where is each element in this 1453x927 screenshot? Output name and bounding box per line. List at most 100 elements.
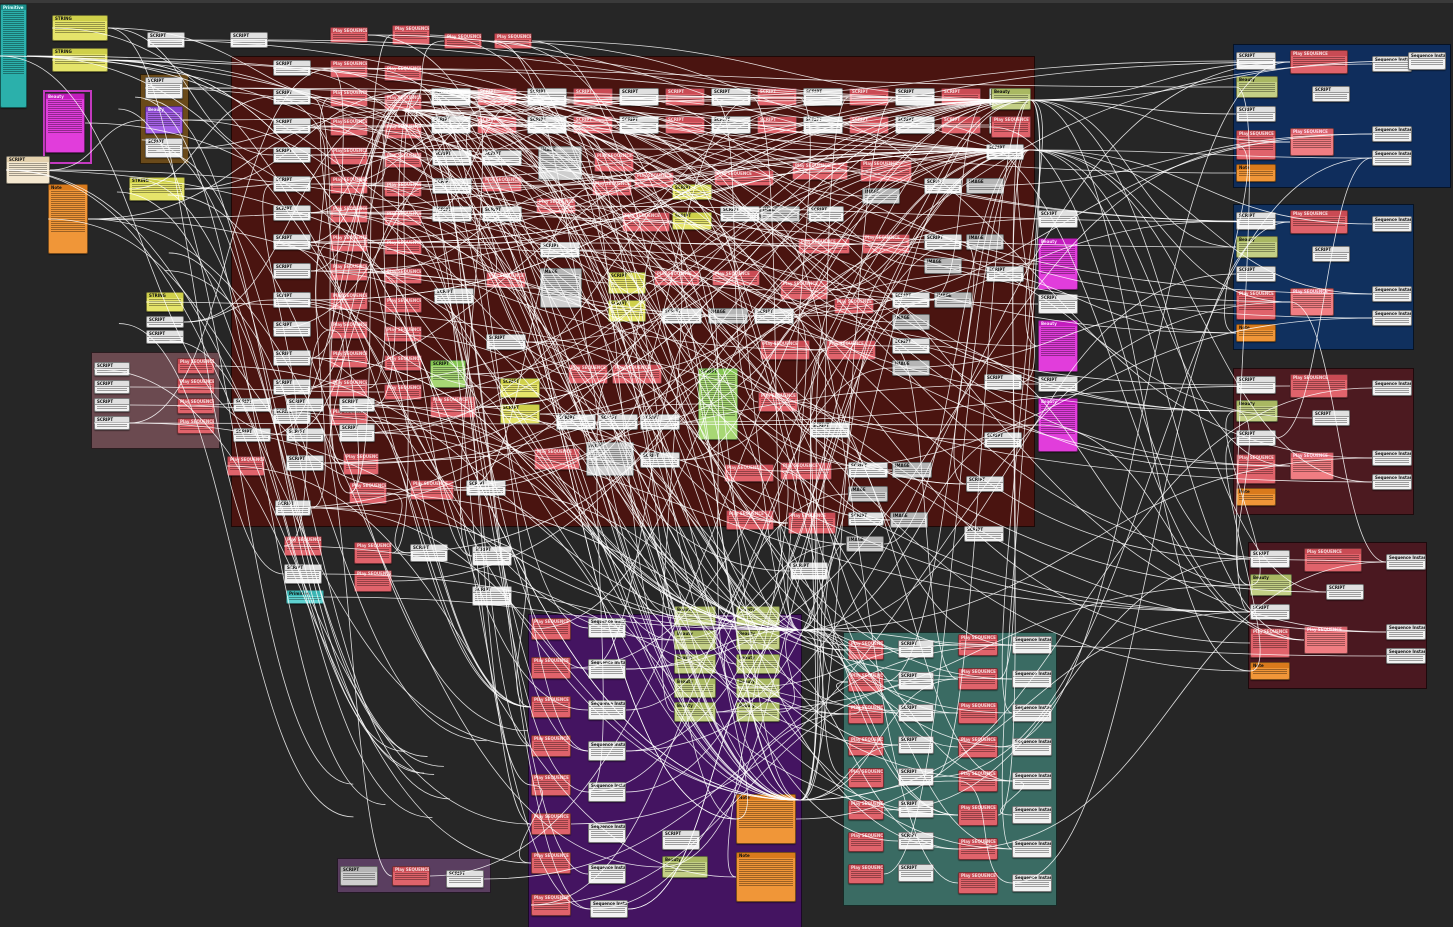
node-widget-row[interactable] [395,34,427,35]
node-widget-row[interactable] [791,523,833,524]
node-widget-row[interactable] [357,557,389,558]
node-widget-row[interactable] [287,547,319,548]
node-widget-row[interactable] [287,578,319,579]
node-widget-row[interactable] [701,405,735,406]
node-widget-row[interactable] [55,30,105,31]
node-widget-row[interactable] [677,685,713,686]
node-widget-row[interactable] [333,100,365,101]
node-widget-row[interactable] [895,371,927,372]
node-widget-row[interactable] [791,525,833,526]
node-widget-row[interactable] [230,463,262,464]
node-widget-row[interactable] [927,242,959,243]
node-widget-row[interactable] [1253,614,1287,615]
graph-node[interactable]: Sequence Instance [1372,286,1412,302]
node-widget-row[interactable] [1389,656,1423,657]
node-widget-row[interactable] [739,811,793,812]
node-widget-row[interactable] [1293,471,1331,472]
node-widget-row[interactable] [1253,616,1287,617]
node-widget-row[interactable] [1375,228,1409,229]
node-widget-row[interactable] [701,391,735,392]
graph-node[interactable]: Play SEQUENCE [622,212,670,232]
node-widget-row[interactable] [701,403,735,404]
node-widget-row[interactable] [597,165,631,166]
node-widget-row[interactable] [851,679,881,680]
graph-node[interactable]: SCRIPT [230,32,268,48]
node-widget-row[interactable] [677,715,713,716]
node-widget-row[interactable] [1293,463,1331,464]
node-widget-row[interactable] [1239,438,1273,439]
node-widget-row[interactable] [714,98,748,99]
graph-node[interactable]: Play SEQUENCE [384,239,422,255]
graph-node[interactable]: SCRIPT [446,870,484,888]
node-widget-row[interactable] [534,625,568,626]
node-widget-row[interactable] [783,293,825,294]
node-widget-row[interactable] [413,554,445,555]
node-widget-row[interactable] [643,462,677,463]
graph-node[interactable]: SCRIPT [711,88,751,106]
node-widget-row[interactable] [851,522,881,523]
node-widget-row[interactable] [1239,276,1273,277]
graph-node[interactable]: Play SEQUENCE [958,736,998,758]
node-widget-row[interactable] [55,26,105,27]
node-widget-row[interactable] [1239,333,1273,334]
graph-node[interactable]: SCRIPT [1312,410,1350,426]
node-widget-row[interactable] [387,134,419,135]
node-widget-row[interactable] [837,305,871,306]
node-widget-row[interactable] [9,167,47,168]
graph-node[interactable]: SCRIPT [273,60,311,76]
node-widget-row[interactable] [342,406,372,407]
node-widget-row[interactable] [665,865,705,866]
node-widget-row[interactable] [1041,257,1075,258]
node-widget-row[interactable] [1375,486,1409,487]
node-widget-row[interactable] [851,745,881,746]
node-widget-row[interactable] [851,877,881,878]
node-widget-row[interactable] [961,785,995,786]
graph-node[interactable]: Play SEQUENCE [177,418,215,434]
node-widget-row[interactable] [967,534,1001,535]
node-widget-row[interactable] [714,96,748,97]
node-widget-row[interactable] [3,53,24,54]
node-widget-row[interactable] [534,664,568,665]
node-widget-row[interactable] [9,163,47,164]
node-widget-row[interactable] [901,714,931,715]
node-widget-row[interactable] [591,628,623,629]
node-widget-row[interactable] [1015,848,1049,849]
node-widget-row[interactable] [589,451,631,452]
graph-node[interactable]: Play SEQUENCE [958,838,998,860]
node-widget-row[interactable] [576,95,610,96]
node-widget-row[interactable] [571,373,605,374]
node-widget-row[interactable] [576,125,610,126]
node-widget-row[interactable] [97,408,127,409]
node-widget-row[interactable] [589,459,631,460]
node-widget-row[interactable] [1375,462,1409,463]
graph-node[interactable]: Play SEQUENCE [724,464,774,482]
node-widget-row[interactable] [287,549,319,550]
node-widget-row[interactable] [665,844,697,845]
graph-node[interactable]: SCRIPT [273,379,311,395]
node-widget-row[interactable] [711,315,745,316]
node-widget-row[interactable] [677,667,713,668]
node-widget-row[interactable] [901,652,931,653]
node-widget-row[interactable] [849,543,881,544]
node-widget-row[interactable] [1015,712,1049,713]
graph-node[interactable]: SCRIPT [273,234,311,250]
node-widget-row[interactable] [534,901,568,902]
node-widget-row[interactable] [433,379,463,380]
node-widget-row[interactable] [595,189,629,190]
node-widget-row[interactable] [1293,387,1345,388]
graph-node[interactable]: SCRIPT [803,88,843,106]
node-widget-row[interactable] [739,809,793,810]
node-widget-row[interactable] [961,679,995,680]
node-widget-row[interactable] [1253,560,1287,561]
node-widget-row[interactable] [851,871,881,872]
node-widget-row[interactable] [333,154,365,155]
node-widget-row[interactable] [534,666,568,667]
node-widget-row[interactable] [1015,716,1049,717]
node-widget-row[interactable] [1253,587,1289,588]
graph-node[interactable]: Note [1236,324,1276,342]
node-widget-row[interactable] [625,225,667,226]
node-widget-row[interactable] [3,47,24,48]
node-widget-row[interactable] [342,408,372,409]
node-widget-row[interactable] [763,347,807,348]
node-widget-row[interactable] [1239,116,1273,117]
